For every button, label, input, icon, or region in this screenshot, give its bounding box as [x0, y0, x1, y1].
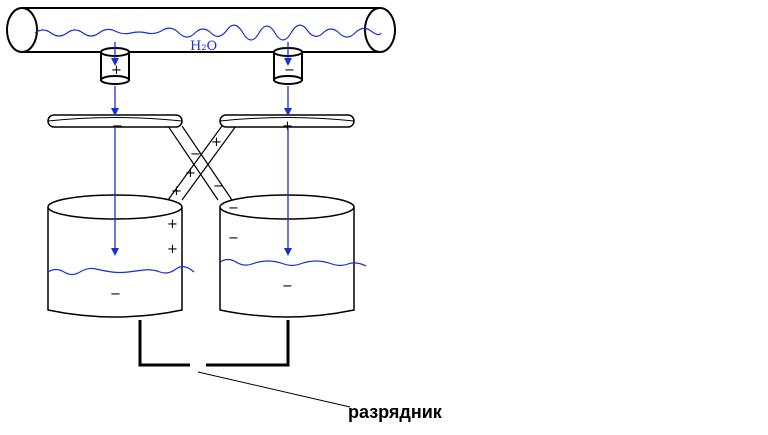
spark-gap-wires — [138, 320, 351, 408]
cross-sign-a1: − — [190, 147, 201, 162]
right-bucket: − − − — [219, 194, 367, 318]
left-bucket-water — [47, 266, 195, 276]
spark-gap-label: разрядник — [348, 402, 443, 422]
left-cup-sign: + — [111, 63, 122, 78]
water-label: H₂O — [190, 39, 217, 54]
pipe-water-surface — [34, 24, 382, 41]
right-induction-ring: + — [219, 114, 355, 134]
right-ring-sign: + — [282, 119, 293, 134]
right-bucket-sign-top: − — [228, 201, 239, 216]
right-bucket-water — [219, 258, 367, 267]
left-induction-ring: − — [47, 114, 183, 134]
gap-leader-line — [197, 371, 351, 408]
cross-sign-a2: − — [213, 179, 224, 194]
right-gap-wire — [206, 320, 290, 367]
cross-wires — [167, 125, 237, 201]
cross-sign-b2: + — [185, 166, 196, 181]
left-gap-wire — [138, 320, 190, 367]
left-bucket-sign-mid: + — [167, 242, 178, 257]
water-pipe: H₂O — [6, 7, 396, 54]
right-cup-sign: − — [284, 63, 295, 78]
left-bucket-sign-bottom: − — [110, 287, 121, 302]
cross-sign-b3: + — [171, 184, 182, 199]
drip-arrows — [111, 42, 292, 256]
right-bucket-sign-bottom: − — [282, 279, 293, 294]
left-bucket: + + − — [47, 194, 195, 318]
right-bucket-sign-mid: − — [228, 231, 239, 246]
cross-sign-b1: + — [211, 135, 222, 150]
left-ring-sign: − — [112, 119, 123, 134]
cross-wire-signs: − − + + + — [171, 135, 224, 199]
left-bucket-sign-top: + — [167, 217, 178, 232]
